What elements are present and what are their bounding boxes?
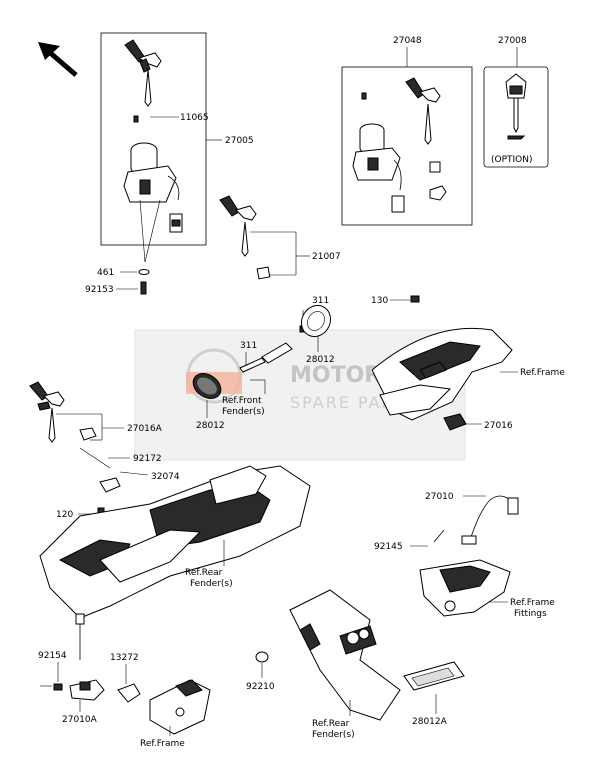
- frame-bracket-top: [371, 327, 513, 431]
- license-plate-bracket: [289, 589, 401, 721]
- part-label-27005: 27005: [225, 136, 254, 146]
- part-label-32074: 32074: [151, 472, 180, 482]
- part-label-11065: 11065: [180, 113, 209, 123]
- ignition-key-icon: [124, 39, 162, 107]
- bolt-311: [261, 342, 293, 364]
- reflector-28012-round: [300, 304, 332, 338]
- part-label-311-top: 311: [312, 296, 329, 306]
- part-label-27016A: 27016A: [127, 424, 163, 434]
- frame-bracket-bottom: [149, 679, 211, 735]
- switch-27048: [429, 185, 447, 201]
- part-label-27016: 27016: [484, 421, 513, 431]
- sensor-cable-27010: [469, 495, 511, 541]
- direction-arrow-icon: [38, 42, 78, 77]
- part-label-92145: 92145: [374, 542, 403, 552]
- ref-frame-bottom: Ref.Frame: [140, 739, 185, 749]
- kit-box-27005: [100, 32, 207, 246]
- part-label-130: 130: [371, 296, 388, 306]
- switch-27016A: [79, 427, 97, 441]
- part-label-92153: 92153: [85, 285, 114, 295]
- key-insert-27048: [429, 161, 441, 173]
- sensor-27010A: [69, 679, 105, 701]
- part-label-27010: 27010: [425, 492, 454, 502]
- ref-front-line2: Fender(s): [222, 407, 265, 417]
- part-label-92210: 92210: [246, 682, 275, 692]
- ref-frame-fittings-line1: Ref.Frame: [510, 598, 555, 608]
- ref-rear-b-line2: Fender(s): [312, 730, 355, 740]
- part-label-21007: 21007: [312, 252, 341, 262]
- nut-92210: [255, 651, 269, 663]
- part-label-27010A: 27010A: [62, 715, 98, 725]
- ref-front-line1: Ref.Front: [222, 396, 262, 406]
- ref-rear-line2: Fender(s): [190, 579, 233, 589]
- part-label-92172: 92172: [133, 454, 162, 464]
- ignition-key-icon: [405, 77, 441, 145]
- part-label-461: 461: [97, 268, 114, 278]
- frame-fitting: [419, 559, 511, 617]
- part-label-28012A: 28012A: [412, 717, 448, 727]
- ignition-lock-27048: [352, 92, 405, 213]
- bracket-13272: [117, 683, 141, 703]
- ref-rear-line1: Ref.Rear: [185, 568, 223, 578]
- part-label-27008: 27008: [498, 36, 527, 46]
- bolt-92153: [140, 281, 147, 295]
- ignition-key-icon: [29, 381, 65, 443]
- washer-461: [138, 269, 150, 275]
- immobilizer-key-icon: [505, 73, 527, 140]
- part-label-120: 120: [56, 510, 73, 520]
- part-label-27048: 27048: [393, 36, 422, 46]
- ref-frame-fittings-line2: Fittings: [514, 609, 547, 619]
- kit-box-27008: [483, 66, 549, 168]
- part-label-13272: 13272: [110, 653, 139, 663]
- part-label-28012-left: 28012: [196, 421, 225, 431]
- part-label-311-left: 311: [240, 341, 257, 351]
- part-label-92154: 92154: [38, 651, 67, 661]
- rear-fender: [39, 465, 311, 619]
- part-label-28012-right: 28012: [306, 355, 335, 365]
- option-label: (OPTION): [491, 155, 533, 165]
- ref-frame-top: Ref.Frame: [520, 368, 565, 378]
- ignition-lock-27005: [123, 115, 183, 233]
- key-blank-21007: [219, 195, 271, 280]
- ref-rear-b-line1: Ref.Rear: [312, 719, 350, 729]
